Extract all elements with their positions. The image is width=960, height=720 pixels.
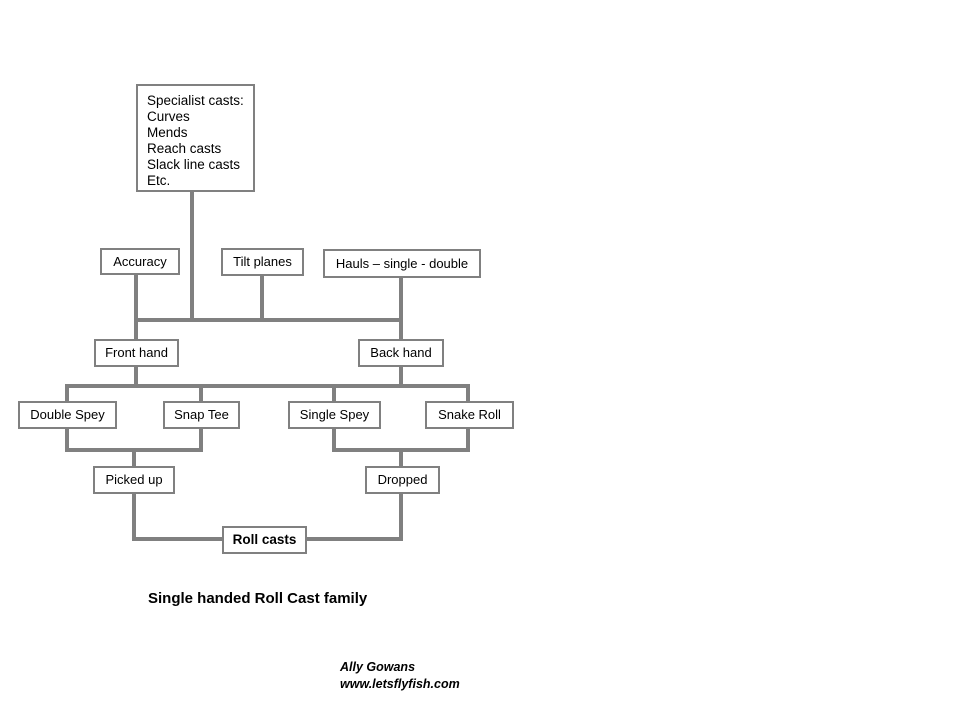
edge-bus-to-front-hand bbox=[134, 318, 138, 340]
edge-specialist-trunk bbox=[190, 190, 194, 322]
edge-upper-bus bbox=[134, 318, 403, 322]
edge-back-hand-stem bbox=[399, 366, 403, 388]
node-accuracy[interactable]: Accuracy bbox=[100, 248, 180, 275]
edge-roll-casts-to-dropped bbox=[298, 537, 403, 541]
node-hauls[interactable]: Hauls – single - double bbox=[323, 249, 481, 278]
edge-bus-to-snake-roll bbox=[466, 384, 470, 402]
edge-bus-to-double-spey bbox=[65, 384, 69, 402]
node-roll-casts[interactable]: Roll casts bbox=[222, 526, 307, 554]
edge-single-spey-down bbox=[332, 428, 336, 450]
edge-snap-tee-down bbox=[199, 428, 203, 450]
node-tilt-planes[interactable]: Tilt planes bbox=[221, 248, 304, 276]
node-dropped[interactable]: Dropped bbox=[365, 466, 440, 494]
edge-bus-to-back-hand bbox=[399, 318, 403, 340]
credit-website: www.letsflyfish.com bbox=[340, 677, 460, 691]
edge-double-spey-down bbox=[65, 428, 69, 450]
diagram-title: Single handed Roll Cast family bbox=[148, 590, 368, 607]
node-back-hand[interactable]: Back hand bbox=[358, 339, 444, 367]
edge-bus-to-snap-tee bbox=[199, 384, 203, 402]
edge-picked-up-down bbox=[132, 493, 136, 540]
edge-spey-bus bbox=[65, 384, 470, 388]
node-picked-up[interactable]: Picked up bbox=[93, 466, 175, 494]
node-single-spey[interactable]: Single Spey bbox=[288, 401, 381, 429]
edge-snake-roll-down bbox=[466, 428, 470, 450]
edge-hauls-stem bbox=[399, 278, 403, 322]
node-snap-tee[interactable]: Snap Tee bbox=[163, 401, 240, 429]
edge-dropped-down bbox=[399, 493, 403, 540]
node-snake-roll[interactable]: Snake Roll bbox=[425, 401, 514, 429]
edge-picked-up-to-roll-casts bbox=[132, 537, 232, 541]
credit-author: Ally Gowans bbox=[340, 660, 416, 674]
edge-bus-to-picked-up bbox=[132, 448, 136, 467]
edge-bus-to-dropped bbox=[399, 448, 403, 467]
node-specialist-casts[interactable]: Specialist casts: Curves Mends Reach cas… bbox=[136, 84, 255, 192]
edge-tilt-planes-stem bbox=[260, 276, 264, 322]
node-double-spey[interactable]: Double Spey bbox=[18, 401, 117, 429]
edge-accuracy-stem bbox=[134, 274, 138, 322]
edge-bus-to-single-spey bbox=[332, 384, 336, 402]
node-front-hand[interactable]: Front hand bbox=[94, 339, 179, 367]
edge-front-hand-stem bbox=[134, 366, 138, 388]
